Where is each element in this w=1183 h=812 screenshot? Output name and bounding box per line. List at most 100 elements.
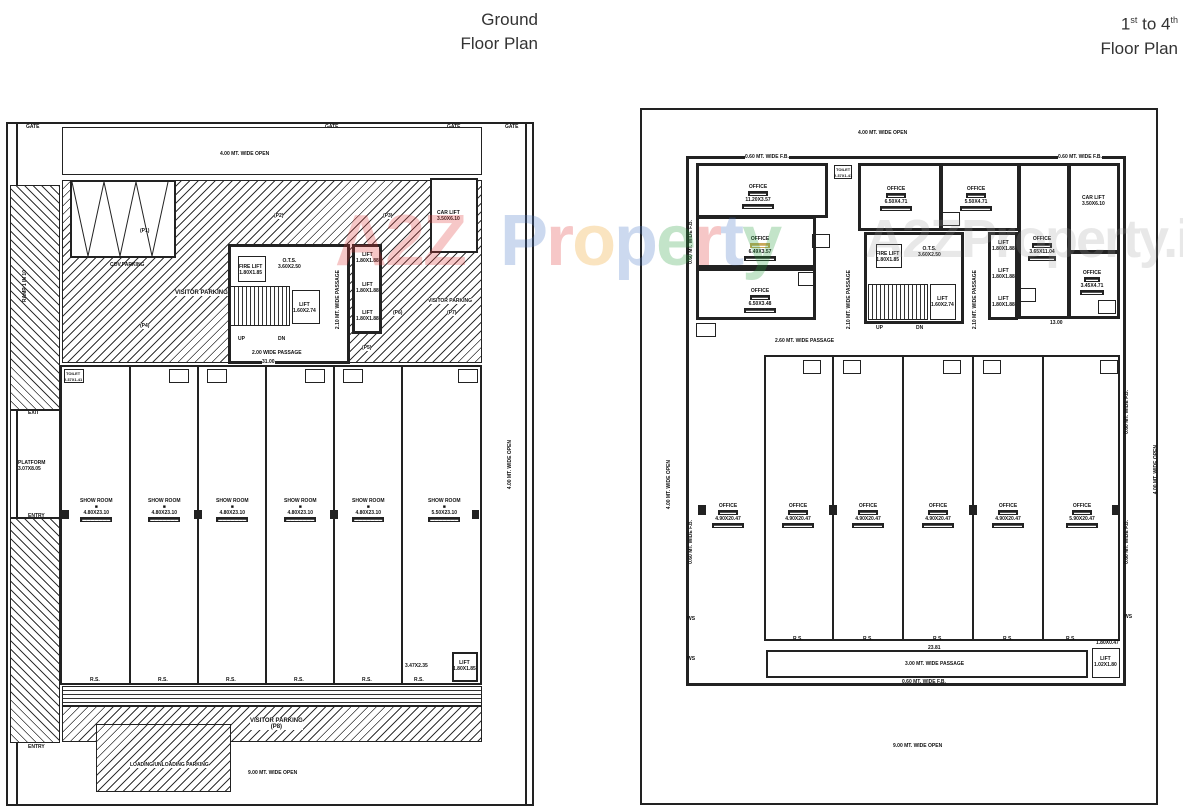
parking-label-p3: (P3) — [383, 213, 393, 219]
column — [698, 505, 706, 515]
ws-label: WS — [687, 616, 696, 622]
dim-label: 3.47X2.35 — [405, 663, 428, 669]
showroom-label: SHOW ROOM■5.50X23.10▬▬▬▬▬▬▬ — [428, 498, 461, 522]
bottom-open-label: 9.00 MT. WIDE OPEN — [893, 743, 943, 749]
right-open-label: 4.00 MT. WIDE OPEN — [1153, 445, 1159, 495]
toilet — [305, 369, 325, 383]
lift — [452, 652, 478, 682]
stair-down-label: DN — [278, 336, 286, 342]
office-label: OFFICE▬▬▬▬3.65X11.04▬▬▬▬▬▬ — [1028, 236, 1056, 261]
exit-label: EXIT — [28, 410, 40, 416]
lift — [1092, 648, 1120, 678]
toilet — [942, 212, 960, 226]
upper-floor-title: 1st to 4th Floor Plan — [1020, 8, 1178, 61]
platform-area — [10, 410, 60, 518]
fb-side-label: 0.60 MT. WIDE F.B. — [688, 520, 694, 564]
rs-label: R.S. — [90, 677, 100, 683]
dim-label: 31.00 — [262, 359, 275, 365]
partition-wall — [1042, 357, 1044, 639]
office-label: OFFICE▬▬▬▬4.90X20.47▬▬▬▬▬▬▬ — [712, 503, 744, 528]
toilet — [943, 360, 961, 374]
partition-wall — [129, 367, 131, 683]
column — [62, 510, 69, 519]
office-label: OFFICE▬▬▬▬11.20X3.57▬▬▬▬▬▬▬ — [742, 184, 774, 209]
rs-label: R.S. — [933, 636, 943, 642]
gate-label: GATE — [26, 124, 40, 130]
site-boundary — [6, 122, 534, 806]
parking-label-p7: (P7) — [447, 310, 457, 316]
office-room — [696, 216, 816, 268]
cov-parking-label: COV.PARKING — [110, 262, 145, 268]
partition-wall — [972, 357, 974, 639]
passage-label: 2.00 WIDE PASSAGE — [252, 350, 302, 356]
fb-label: 0.60 MT. WIDE F.B. — [745, 154, 789, 160]
partition-wall — [401, 367, 403, 683]
toilet — [458, 369, 478, 383]
staircase — [230, 286, 290, 326]
column — [472, 510, 479, 519]
vertical-passage-label: 2.10 MT. WIDE PASSAGE — [846, 270, 852, 330]
entry-label: ENTRY — [28, 744, 45, 750]
ots-label: O.T.S.3.60X2.50 — [278, 258, 301, 270]
column — [330, 510, 338, 519]
office-label: OFFICE▬▬▬▬4.90X20.47▬▬▬▬▬▬▬ — [782, 503, 814, 528]
office-band — [764, 355, 1120, 641]
partition-wall — [333, 367, 335, 683]
loading-label: LOADING/UNLOADING PARKING — [130, 762, 209, 768]
rs-label: R.S. — [362, 677, 372, 683]
toilet — [64, 369, 84, 383]
lift-stack — [988, 232, 1018, 320]
toilet — [169, 369, 189, 383]
parking-bays-icon — [71, 181, 169, 257]
toilet — [696, 323, 716, 337]
column — [829, 505, 837, 515]
ws-label: WS — [687, 656, 696, 662]
partition-wall — [832, 357, 834, 639]
visitor-parking-label: VISITOR PARKING — [428, 298, 472, 304]
toilet — [1020, 288, 1036, 302]
showroom-band — [60, 365, 482, 685]
toilet — [1098, 300, 1116, 314]
rs-label: R.S. — [294, 677, 304, 683]
watermark-property: Property — [500, 201, 782, 281]
bottom-open-label: 9.00 MT. WIDE OPEN — [248, 770, 298, 776]
fb-side-label: 0.60 MT. WIDE F.B. — [1124, 390, 1130, 434]
stair-up-label: UP — [238, 336, 245, 342]
rs-label: R.S. — [414, 677, 424, 683]
parking-label-p1: (P1) — [140, 228, 150, 234]
top-open-label: 4.00 MT. WIDE OPEN — [858, 130, 908, 136]
left-open-label: 4.00 MT. WIDE OPEN — [666, 460, 672, 510]
vertical-passage-label: 2.10 MT. WIDE PASSAGE — [972, 270, 978, 330]
toilet — [983, 360, 1001, 374]
column — [1112, 505, 1120, 515]
showroom-label: SHOW ROOM■4.80X23.10▬▬▬▬▬▬▬ — [352, 498, 385, 522]
ots-label: O.T.S.3.60X2.50 — [918, 246, 941, 258]
toilet — [798, 272, 816, 286]
showroom-label: SHOW ROOM■4.80X23.10▬▬▬▬▬▬▬ — [284, 498, 317, 522]
title-line-2: Floor Plan — [1100, 38, 1178, 58]
boundary-inner-left — [16, 124, 18, 804]
building-outline — [686, 156, 1126, 686]
toilet — [834, 165, 852, 179]
ws-label: WS — [1124, 614, 1133, 620]
site-boundary — [640, 108, 1158, 805]
partition-wall — [197, 367, 199, 683]
toilet — [812, 234, 830, 248]
lift — [930, 284, 956, 320]
visitor-parking-label: VISITOR PARKING(P8) — [250, 718, 303, 730]
office-room — [696, 268, 816, 320]
staircase — [868, 284, 928, 320]
office-label: OFFICE▬▬▬▬4.90X20.47▬▬▬▬▬▬▬ — [922, 503, 954, 528]
column — [969, 505, 977, 515]
title-line-1: Ground — [481, 10, 538, 29]
